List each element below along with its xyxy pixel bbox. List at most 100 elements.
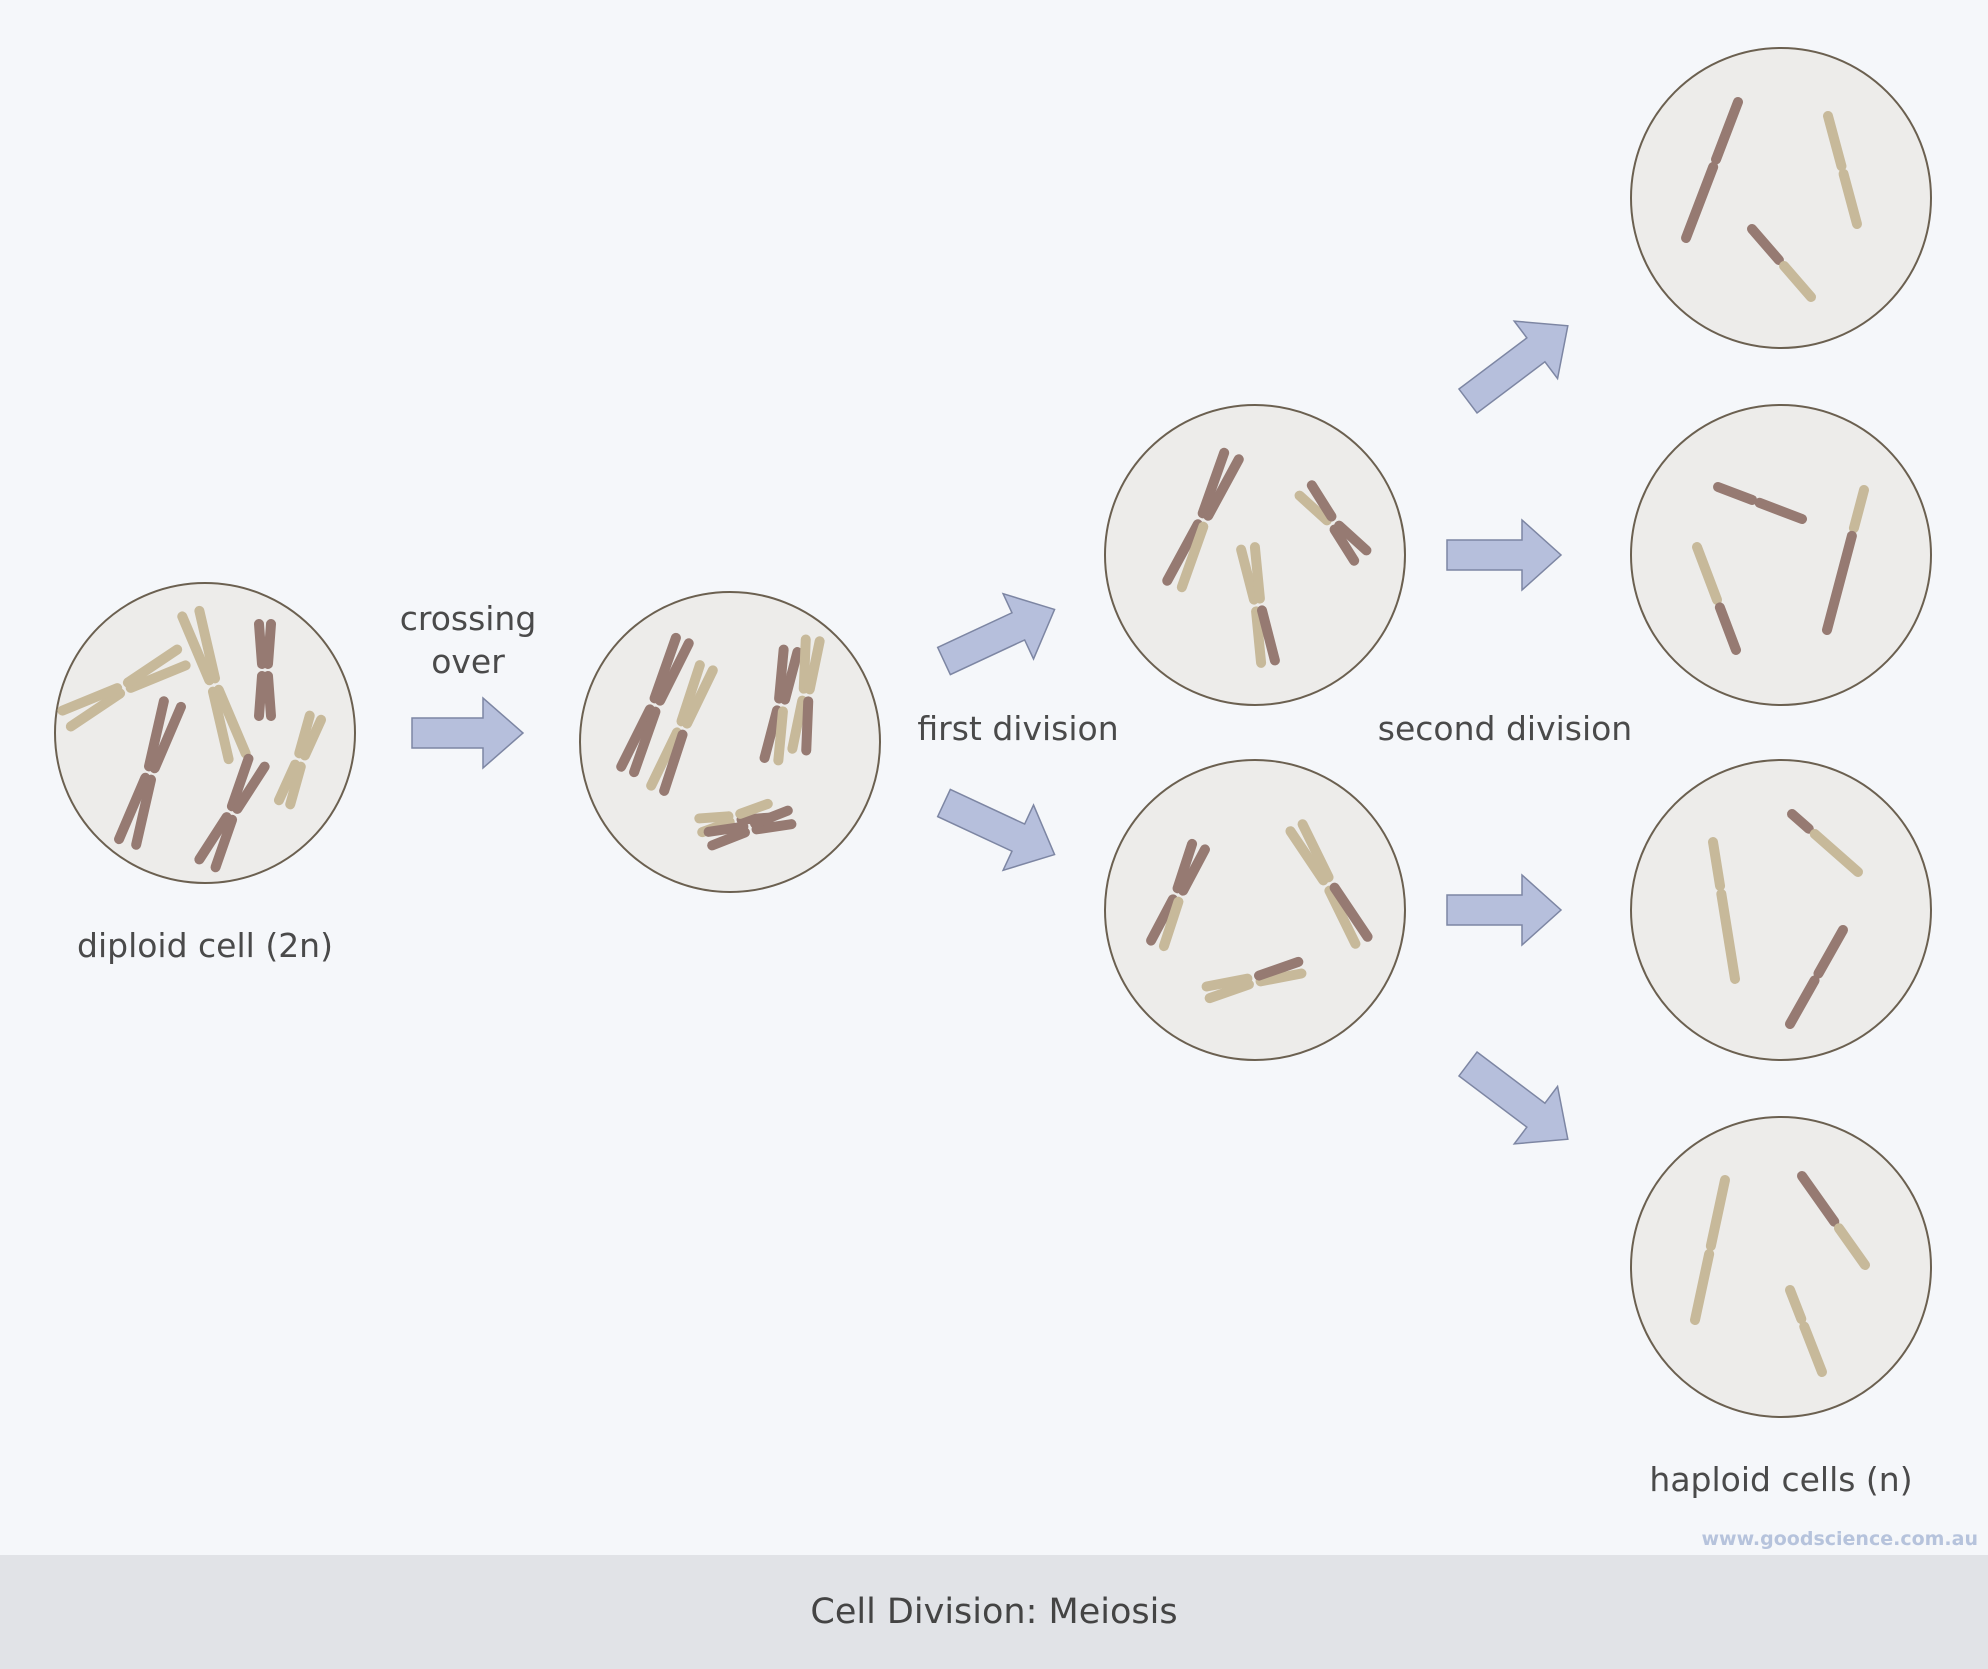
chromatid-segment: [1838, 168, 1862, 229]
chromatid-segment: [144, 696, 169, 772]
chromatid-segment: [801, 696, 814, 756]
chromatid-segment: [1329, 524, 1360, 566]
chromatid-segment: [1785, 975, 1820, 1029]
chromatid-segment: [773, 706, 788, 766]
chromatid-segment: [751, 819, 797, 835]
arrows-layer: [411, 320, 1569, 1145]
chromatid-segment: [1203, 454, 1244, 521]
chromatid-segment: [1809, 829, 1863, 877]
chromatid-segment: [226, 753, 254, 812]
haploid-cell-3: [1630, 759, 1932, 1061]
chromatid-segment: [1705, 1175, 1730, 1252]
chromatid-segment: [1823, 111, 1847, 172]
first-division-cell-bottom: [1104, 759, 1406, 1061]
chromatid-segment: [263, 619, 276, 669]
second-division-arrow-2: [1446, 518, 1563, 592]
chromatid-segment: [1848, 485, 1869, 534]
chromatid-segment: [646, 727, 682, 791]
chromatid-segment: [65, 688, 126, 732]
chromatid-segment: [1172, 838, 1198, 894]
chromatid-segment: [750, 805, 793, 829]
chromatid-segment: [114, 772, 151, 845]
crossing-over-arrow: [411, 696, 525, 770]
chromatid-segment: [194, 605, 220, 684]
chromatid-segment: [1204, 979, 1254, 1004]
footer-title: Cell Division: Meiosis: [810, 1592, 1178, 1632]
chromatid-segment: [1249, 542, 1265, 604]
chromatid-segment: [1708, 837, 1726, 892]
chromatid-segment: [263, 671, 276, 721]
chromatid-segment: [779, 647, 803, 705]
chromatid-segment: [1251, 606, 1267, 668]
chromatid-segment: [1146, 894, 1178, 946]
chromatid-segment: [1236, 544, 1260, 605]
chromatid-segment: [232, 761, 270, 814]
chromatid-segment: [57, 683, 123, 716]
chromatid-segment: [194, 812, 232, 865]
chromatid-segment: [1822, 530, 1857, 635]
chromatid-segment: [254, 671, 267, 721]
chromatid-segment: [1158, 896, 1184, 952]
chromatid-segment: [1178, 844, 1210, 896]
second-division-arrow-1: [1457, 320, 1569, 415]
chromatid-segment: [649, 632, 681, 704]
chromatid-segment: [208, 686, 234, 765]
haploid-cell-2: [1630, 404, 1932, 706]
chromatid-segment: [149, 701, 186, 774]
chromatid-segment: [210, 814, 238, 873]
chromatid-segment: [1797, 1171, 1840, 1227]
chromatid-segment: [1690, 1248, 1715, 1325]
first-division-arrow-up: [936, 592, 1056, 676]
chromatid-segment: [703, 821, 749, 837]
chromatid-segment: [774, 644, 789, 704]
chromatid-segment: [659, 729, 688, 796]
chromatid-segment: [285, 761, 306, 810]
chromatid-segment: [1297, 819, 1334, 883]
chromatid-segment: [1711, 97, 1743, 165]
footer-bar: Cell Division: Meiosis: [0, 1555, 1988, 1669]
chromatid-segment: [1201, 973, 1253, 992]
chromatid-segment: [759, 705, 783, 763]
cells-layer: [54, 47, 1932, 1418]
chromatid-segment: [1713, 482, 1758, 505]
chromatid-segment: [122, 644, 183, 688]
chromatid-segment: [1285, 826, 1329, 886]
chromatid-segment: [682, 665, 718, 729]
chromatid-segment: [1334, 520, 1372, 556]
second-division-label: second division: [1377, 709, 1633, 748]
chromatid-segment: [1799, 1321, 1827, 1377]
chromatid-segment: [1681, 161, 1719, 243]
chromatid-segment: [1256, 605, 1280, 666]
chromatid-segment: [1754, 497, 1807, 524]
haploid-cell-4: [1630, 1116, 1932, 1418]
chromatid-segment: [787, 695, 808, 754]
chromatid-segment: [655, 638, 694, 706]
chromatid-segment: [177, 611, 215, 686]
chromatid-segment: [1255, 968, 1307, 987]
chromatid-segment: [213, 684, 251, 759]
second-division-arrow-4: [1457, 1050, 1569, 1145]
chromatid-segment: [299, 714, 327, 761]
second-division-arrow-3: [1446, 873, 1563, 947]
chromatid-segment: [1714, 602, 1741, 655]
chromatid-segment: [1785, 1285, 1807, 1325]
chromatid-segment: [125, 660, 191, 693]
chromatid-segment: [1254, 956, 1304, 981]
chromatid-segment: [1324, 885, 1361, 949]
chromatid-segment: [294, 710, 315, 759]
haploid-cells-label: haploid cells (n): [1649, 1460, 1913, 1499]
chromatid-segment: [694, 811, 734, 824]
crossing-over-label-line2: over: [431, 642, 505, 681]
chromatid-segment: [1329, 882, 1373, 942]
chromatid-segment: [798, 634, 811, 694]
chromatid-segment: [676, 660, 705, 727]
first-division-label: first division: [917, 709, 1119, 748]
chromatid-segment: [1197, 447, 1230, 519]
chromatid-segment: [804, 636, 825, 695]
chromatid-segment: [131, 774, 156, 850]
chromatid-segment: [616, 704, 655, 772]
chromatid-segment: [1779, 261, 1816, 302]
chromatid-segment: [1294, 490, 1332, 526]
chromatid-segment: [1176, 521, 1209, 593]
